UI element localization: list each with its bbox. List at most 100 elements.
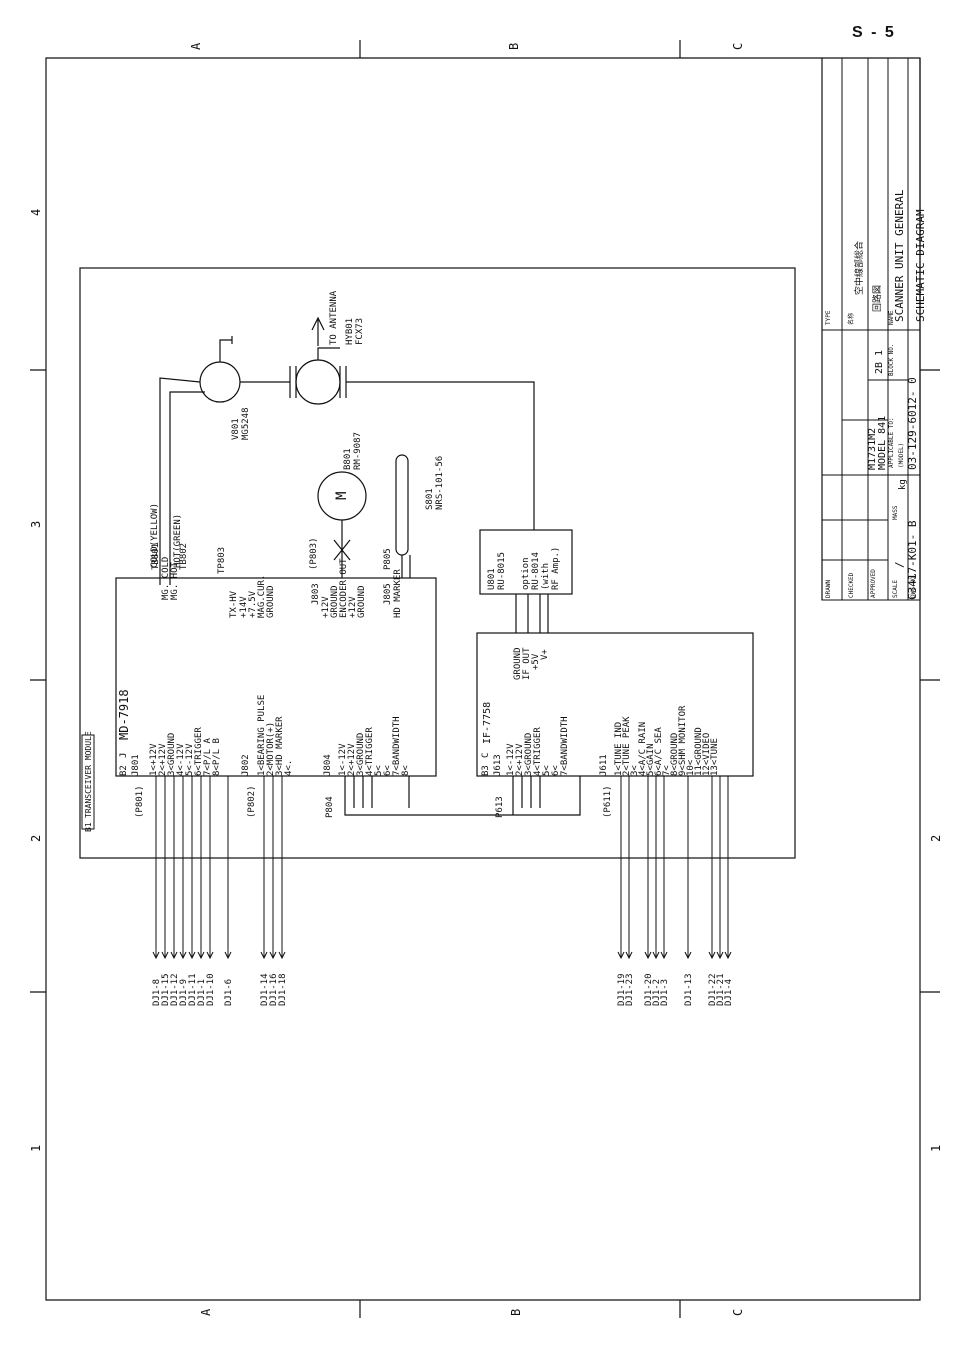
transceiver-module-outline (79, 267, 796, 859)
j801-label: J801 (131, 754, 141, 776)
j802-pin-2: 2<MOTOR(+) (266, 722, 276, 776)
mass-label: MASS (892, 505, 899, 520)
outputs_right-wire-8 (716, 776, 724, 960)
j611-pin-2: 2<TUNE PEAK (622, 716, 632, 776)
j611-pin-11: 11<GROUND (694, 727, 704, 776)
j804-pin-4: 4<TRIGGER (365, 727, 375, 776)
tp803-pin-5: GROUND (266, 585, 276, 618)
j611-pin-9: 9<SHM MONITOR (678, 705, 688, 776)
u801-ref: U801 (487, 568, 497, 590)
p802-label: (P802) (247, 785, 257, 818)
grid-col-b-bottom: B (509, 1309, 523, 1316)
mass-unit: kg (898, 479, 908, 490)
j801-pin-2: 2<+12V (158, 743, 168, 776)
tp803-pin-3: +7.5V (248, 590, 258, 618)
title-block-labels: DRAWN CHECKED APPROVED SCALE / MASS kg D… (825, 241, 917, 598)
j804-pin-5: 5< (374, 765, 384, 776)
md-board-mark: J (119, 753, 129, 758)
j804-pin-6: 6< (383, 765, 393, 776)
grid-col-b-top: B (507, 43, 521, 50)
j803-label: J803 (311, 583, 321, 605)
title-block-values: C3417-K01- B 03-129-6012- 0 SCANNER UNIT… (893, 189, 927, 600)
outputs_right-label-6: DJ1-13 (684, 973, 694, 1006)
hyb801-part: FCX73 (355, 318, 365, 345)
rf-pin-4: V+ (540, 649, 550, 660)
block-no: 2B 1 (874, 350, 885, 374)
outputs_left-wire-6 (197, 776, 205, 960)
s801-ref: S801 (425, 488, 435, 510)
rf-pin-2: IF OUT (522, 647, 532, 680)
j802-pin-1: 1<BEARING PULSE (257, 695, 267, 776)
sheet-border (30, 40, 940, 1318)
outputs_right-label-1: DJ1-19 (617, 973, 627, 1006)
outputs_right-label-3: DJ1-20 (644, 973, 654, 1006)
md-board-tag: B2 (119, 765, 129, 776)
j611-pin-1: 1<TUNE IND (614, 722, 624, 776)
grid-row-4: 4 (29, 209, 43, 216)
outputs_left-label-4: DJ1-9 (179, 979, 189, 1006)
outputs_mid-wire-3 (278, 776, 286, 960)
model-line2: MODEL 841 (877, 416, 888, 470)
outputs_right-wire-5 (660, 776, 668, 960)
checked-label: CHECKED (848, 572, 855, 598)
p804-label: P804 (325, 796, 335, 818)
j801-pin-3: 3<GROUND (167, 733, 177, 776)
outputs_right-wire-7 (708, 776, 716, 960)
j611-pin-6: 6<A/C SEA (654, 727, 664, 776)
outputs_right-wire-2 (625, 776, 633, 960)
grid-col-a-bottom: A (199, 1308, 213, 1316)
b801-ref: B801 (343, 448, 353, 470)
outputs_left-label-6: DJ1-1 (197, 979, 207, 1006)
j804-pin-3: 3<GROUND (356, 733, 366, 776)
s801-part: NRS-101-56 (435, 456, 445, 510)
j801-pin-1: 1<+12V (149, 743, 159, 776)
model-paren: (MODEL) (898, 443, 905, 468)
j804-pin-7: 7<BANDWIDTH (392, 716, 402, 776)
page-number: S - 5 (852, 24, 896, 41)
scale-label: SCALE (892, 580, 899, 598)
type-label: TYPE (825, 310, 832, 325)
name-label-jp: 名称 (847, 313, 855, 325)
hot-wire-label: HOT(GREEN) (173, 514, 183, 568)
b801-part: RM-9087 (353, 432, 363, 470)
u801-opt4: RF Amp.) (551, 547, 561, 590)
title-line1: SCANNER UNIT GENERAL (893, 189, 906, 322)
j803-pin-5: GROUND (357, 585, 367, 618)
j801-pin-5: 5<-12V (185, 743, 195, 776)
drawing-no: 03-129-6012- 0 (906, 377, 919, 470)
module-label: TRANSCEIVER MODULE (84, 731, 93, 818)
outputs_right-label-5: DJ1-3 (660, 979, 670, 1006)
outputs_left-wire-2 (161, 776, 169, 960)
title-block (821, 57, 921, 601)
v801-ref: V801 (231, 418, 241, 440)
outputs_right-wire-3 (644, 776, 652, 960)
outputs_left-wire-7 (206, 776, 214, 960)
u801-opt3: (with (541, 563, 551, 590)
j804-pin-8: 8< (401, 765, 411, 776)
outputs_left-wire-3 (170, 776, 178, 960)
j801-pin-7: 7<P/L A (203, 737, 213, 776)
model-line1: M1731M2 (867, 428, 878, 470)
tp803-pin-4: MAG.CUR. (257, 575, 267, 618)
module-label-box (81, 734, 95, 830)
outputs_mid-wire-1 (260, 776, 268, 960)
outputs_left-wire-5 (188, 776, 196, 960)
j801-pin-4: 4<-12V (176, 743, 186, 776)
tp803-pin-2: +14V (239, 596, 249, 618)
j803-pin-2: GROUND (330, 585, 340, 618)
if-board-name: IF-7758 (482, 702, 493, 744)
outputs_right-wire-4 (652, 776, 660, 960)
j611-label: J611 (599, 754, 609, 776)
j611-pin-8: 8<GROUND (670, 733, 680, 776)
j802-pin-3: 3<HD MARKER (275, 716, 285, 776)
outputs_mid-label-1: DJ1-14 (260, 973, 270, 1006)
j803-pin-3: ENCODER OUT (339, 558, 349, 618)
outputs_left-wire-8 (224, 776, 232, 960)
hyb801-ref: HYB01 (345, 318, 355, 345)
j613-pin-3: 3<GROUND (524, 733, 534, 776)
if-board-outline (476, 632, 754, 777)
j801-pin-8: 8<P/L B (212, 738, 222, 776)
j805-pin-1: HD MARKER (393, 569, 403, 618)
